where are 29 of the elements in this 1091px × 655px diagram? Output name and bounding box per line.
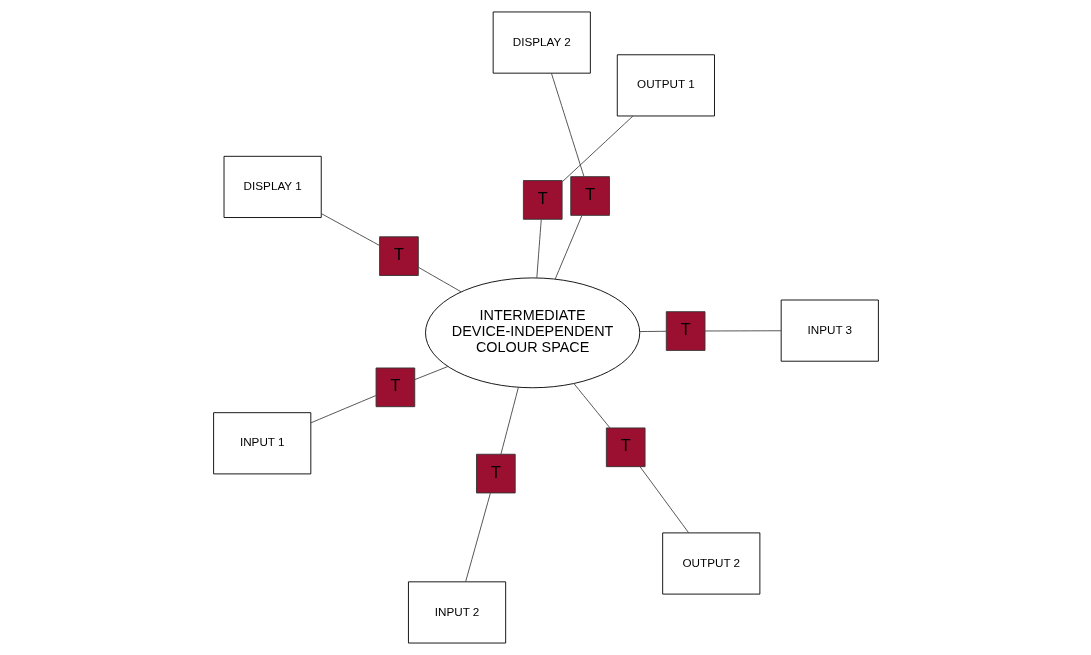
connector xyxy=(573,383,610,429)
node-ellipse: INTERMEDIATE DEVICE-INDEPENDENT COLOUR SPACE xyxy=(424,277,640,389)
connector xyxy=(550,72,584,177)
connector xyxy=(704,330,781,332)
node-box: T xyxy=(378,236,419,276)
node-box: T xyxy=(569,176,610,216)
connector xyxy=(639,330,667,333)
node-box: OUTPUT 2 xyxy=(661,532,760,595)
connector xyxy=(561,115,633,183)
node-box: T xyxy=(475,453,516,494)
connector xyxy=(500,387,519,455)
connector xyxy=(535,219,542,279)
node-box: T xyxy=(665,311,705,351)
connector xyxy=(310,395,376,424)
node-box: T xyxy=(522,180,563,220)
node-box: OUTPUT 1 xyxy=(616,54,715,117)
connector xyxy=(417,266,461,293)
connector xyxy=(554,215,582,280)
node-box: DISPLAY 1 xyxy=(223,155,322,218)
node-box: T xyxy=(605,427,646,468)
node-box: INPUT 2 xyxy=(407,581,506,644)
connector xyxy=(639,466,689,534)
connector xyxy=(413,366,448,381)
node-box: DISPLAY 2 xyxy=(492,11,591,74)
node-box: T xyxy=(375,367,415,408)
connector xyxy=(320,213,380,246)
connector xyxy=(464,492,491,583)
node-box: INPUT 1 xyxy=(212,412,311,475)
node-box: INPUT 3 xyxy=(780,299,879,362)
